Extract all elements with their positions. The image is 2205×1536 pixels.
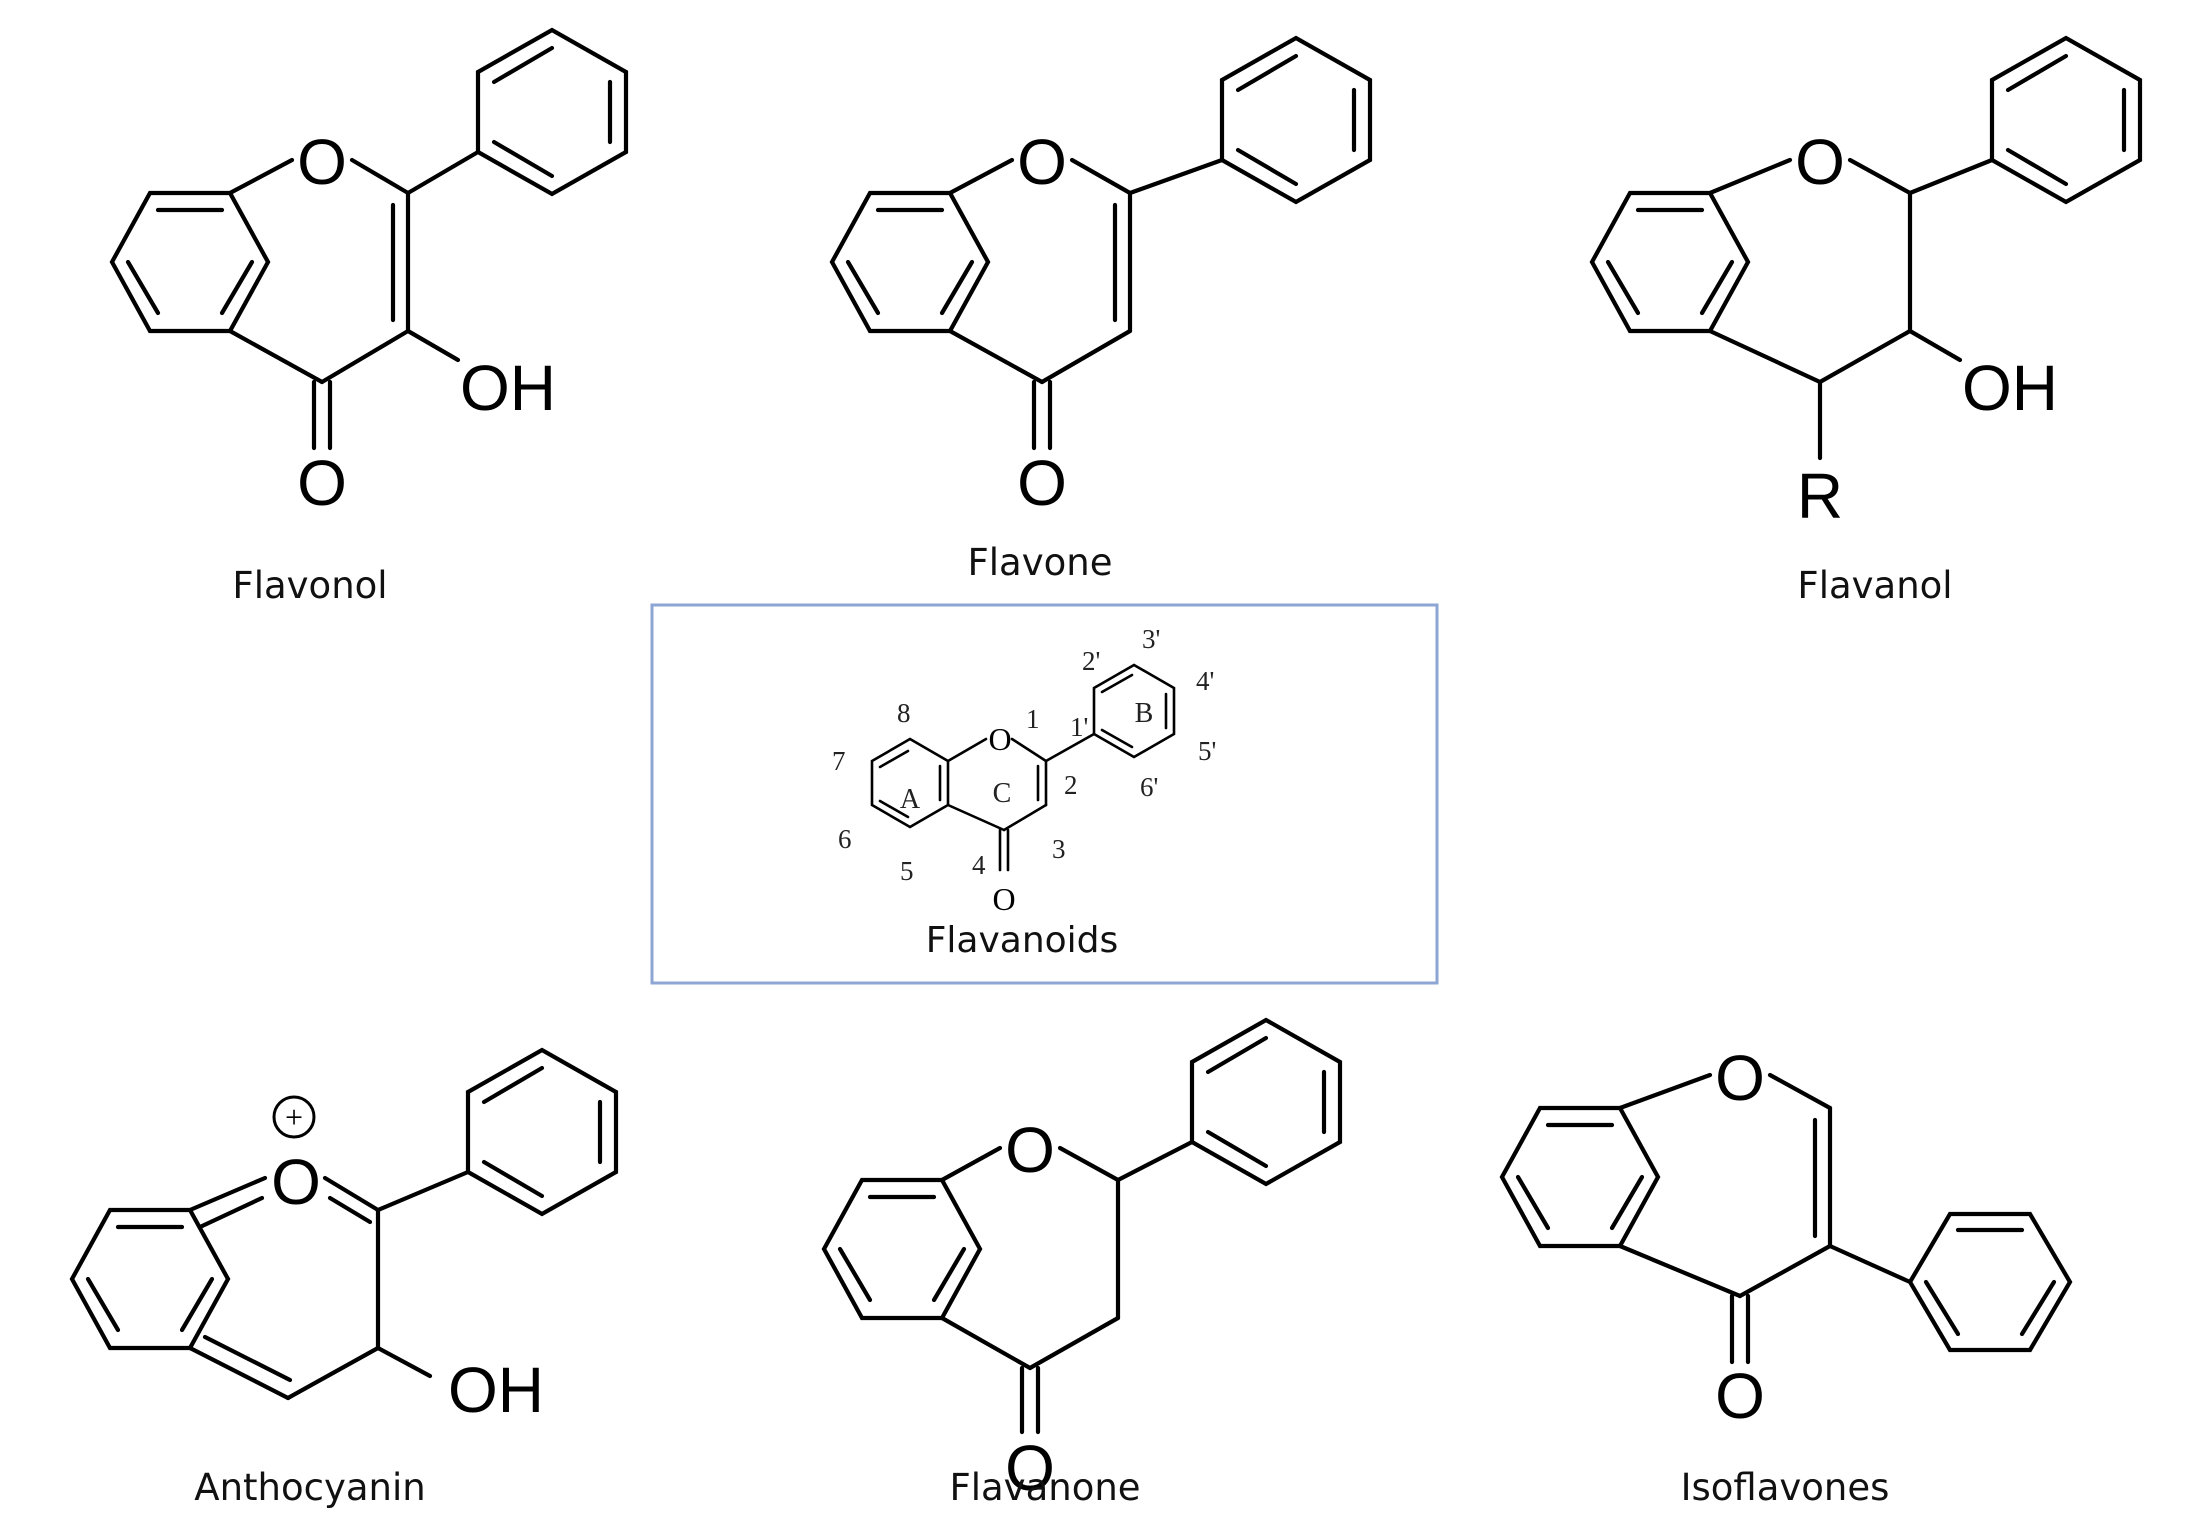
label-isoflavones: Isoflavones xyxy=(1681,1466,1890,1509)
position-7: 7 xyxy=(832,746,846,776)
core-carbonyl-oxygen: O xyxy=(992,881,1015,917)
position-1: 1 xyxy=(1026,704,1040,734)
ring-label-b: B xyxy=(1135,698,1154,729)
ring-label-c: C xyxy=(993,778,1012,809)
position-6-prime: 6' xyxy=(1140,772,1158,802)
positive-charge: + xyxy=(285,1099,303,1135)
position-8: 8 xyxy=(897,698,911,728)
core-oxygen: O xyxy=(988,721,1011,757)
position-5-prime: 5' xyxy=(1198,736,1216,766)
position-2: 2 xyxy=(1064,770,1078,800)
position-4: 4 xyxy=(972,850,986,880)
hydroxyl-group: OH xyxy=(1962,352,2058,424)
label-flavanoids: Flavanoids xyxy=(926,920,1119,961)
hydroxyl-group: OH xyxy=(448,1354,544,1426)
position-6: 6 xyxy=(838,824,852,854)
oxygen-atom: O xyxy=(1715,1042,1765,1114)
hydroxyl-group: OH xyxy=(460,352,556,424)
structure-isoflavones: O O xyxy=(1499,1042,2073,1432)
structure-flavanone: O O xyxy=(821,1017,1343,1504)
structure-flavone: O O xyxy=(829,35,1373,519)
positive-charge-circle xyxy=(272,1095,316,1139)
position-3: 3 xyxy=(1052,834,1066,864)
structure-anthocyanin: O + OH xyxy=(69,1047,619,1426)
structure-flavanol: O OH R xyxy=(1589,35,2143,532)
structure-flavonol: O OH O xyxy=(109,27,629,519)
oxonium-oxygen: O xyxy=(271,1146,321,1218)
position-4-prime: 4' xyxy=(1196,666,1214,696)
carbonyl-oxygen: O xyxy=(1005,1432,1055,1504)
position-5: 5 xyxy=(900,856,914,886)
label-flavone: Flavone xyxy=(968,541,1113,584)
position-1-prime: 1' xyxy=(1070,712,1088,742)
label-flavanol: Flavanol xyxy=(1797,564,1952,607)
position-2-prime: 2' xyxy=(1082,646,1100,676)
ring-label-a: A xyxy=(900,784,921,815)
carbonyl-oxygen: O xyxy=(1715,1360,1765,1432)
r-group: R xyxy=(1797,460,1843,532)
oxygen-atom: O xyxy=(1795,126,1845,198)
structure-flavanoids-core: O O A B C 1 2 3 4 5 6 7 8 1' 2' 3' 4' 5'… xyxy=(832,624,1216,917)
carbonyl-oxygen: O xyxy=(1017,447,1067,519)
label-flavanone: Flavanone xyxy=(949,1466,1140,1509)
label-flavonol: Flavonol xyxy=(232,564,387,607)
flavanoids-frame xyxy=(650,603,1439,985)
carbonyl-oxygen: O xyxy=(297,447,347,519)
oxygen-atom: O xyxy=(1017,126,1067,198)
label-anthocyanin: Anthocyanin xyxy=(194,1466,425,1509)
oxygen-atom: O xyxy=(1005,1114,1055,1186)
position-3-prime: 3' xyxy=(1142,624,1160,654)
oxygen-atom: O xyxy=(297,126,347,198)
